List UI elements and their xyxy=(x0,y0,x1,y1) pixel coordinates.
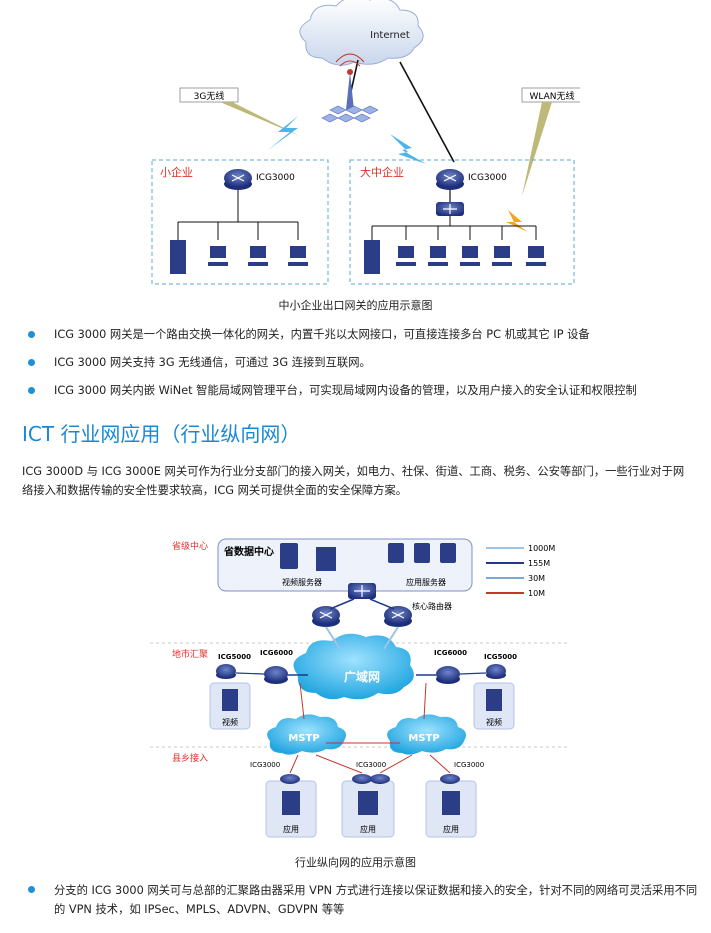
bullet-list-1: ICG 3000 网关是一个路由交换一体化的网关，内置千兆以太网接口，可直接连接… xyxy=(20,326,700,399)
internet-cloud-icon xyxy=(299,0,424,66)
server-icon xyxy=(388,543,404,563)
video-server-icon xyxy=(316,547,336,571)
icg3000-label: ICG3000 xyxy=(250,761,280,769)
data-center-label: 省数据中心 xyxy=(223,545,274,558)
wan-label: 广域网 xyxy=(344,669,380,684)
legend: 1000M 155M 30M 10M xyxy=(486,544,555,598)
list-item: ICG 3000 网关支持 3G 无线通信，可通过 3G 连接到互联网。 xyxy=(20,354,700,371)
legend-item: 155M xyxy=(528,559,550,568)
app-server-icon xyxy=(282,791,300,815)
wifi-bolt-icon xyxy=(506,210,528,232)
legend-item: 30M xyxy=(528,574,545,583)
core-switch-icon xyxy=(348,583,376,599)
mstp-right-label: MSTP xyxy=(408,733,439,744)
mstp-cloud-icon xyxy=(267,714,346,755)
tier-county-label: 县乡接入 xyxy=(172,752,208,764)
mstp-left-label: MSTP xyxy=(288,733,319,744)
icg3000-label: ICG3000 xyxy=(454,761,484,769)
caption-sme-diagram: 中小企业出口网关的应用示意图 xyxy=(278,299,433,312)
pc-icon-group xyxy=(208,246,546,266)
server-icon xyxy=(414,543,430,563)
app-label: 应用 xyxy=(283,824,299,834)
internet-label: Internet xyxy=(370,30,410,41)
app-server-icon xyxy=(442,791,460,815)
icg5000-left-label: ICG5000 xyxy=(218,653,251,661)
router-icon xyxy=(216,664,236,679)
router-icon xyxy=(264,666,288,684)
server-icon xyxy=(280,543,298,569)
icg3000-left-label: ICG3000 xyxy=(256,173,295,183)
list-item: ICG 3000 网关是一个路由交换一体化的网关，内置千兆以太网接口，可直接连接… xyxy=(20,326,700,343)
bullet-icon xyxy=(28,359,35,366)
list-item: ICG 3000 网关内嵌 WiNet 智能局域网管理平台，可实现局域网内设备的… xyxy=(20,382,700,399)
bullet-list-2: 分支的 ICG 3000 网关可与总部的汇聚路由器采用 VPN 方式进行连接以保… xyxy=(20,881,700,919)
router-icon xyxy=(486,664,506,679)
mstp-cloud-icon xyxy=(387,714,466,755)
switch-icon xyxy=(436,202,464,216)
label-small-business: 小企业 xyxy=(160,165,193,179)
label-wlan: WLAN无线 xyxy=(529,90,574,102)
video-label-left: 视频 xyxy=(222,717,238,727)
bullet-icon xyxy=(28,387,35,394)
icg5000-right-label: ICG5000 xyxy=(484,653,517,661)
icg6000-left-label: ICG6000 xyxy=(260,649,293,657)
router-icon xyxy=(436,169,464,190)
label-large-business: 大中企业 xyxy=(360,165,404,179)
caption-industry-diagram: 行业纵向网的应用示意图 xyxy=(295,856,416,869)
app-label: 应用 xyxy=(443,824,459,834)
section-heading: ICT 行业网应用（行业纵向网） xyxy=(22,422,301,446)
server-icon xyxy=(364,240,380,274)
camera-icon xyxy=(222,689,238,711)
legend-item: 1000M xyxy=(528,544,555,553)
cell-tower-icon xyxy=(321,53,379,123)
label-3g: 3G无线 xyxy=(194,90,225,102)
section-paragraph: ICG 3000D 与 ICG 3000E 网关可作为行业分支部门的接入网关，如… xyxy=(22,465,685,497)
sme-gateway-diagram: Internet 3G无线 WLAN无线 小企业 大中企业 ICG3000 xyxy=(151,0,580,285)
wireless-bolt-icon xyxy=(390,134,426,164)
bullet-icon xyxy=(28,331,35,338)
router-icon xyxy=(312,606,340,627)
tier-province-label: 省级中心 xyxy=(172,540,208,552)
camera-icon xyxy=(486,689,502,711)
legend-item: 10M xyxy=(528,589,545,598)
icg3000-label: ICG3000 xyxy=(356,761,386,769)
server-icon xyxy=(440,543,456,563)
router-icon xyxy=(384,606,412,627)
icg6000-right-label: ICG6000 xyxy=(434,649,467,657)
app-server-label: 应用服务器 xyxy=(406,577,446,587)
bullet-icon xyxy=(28,886,35,893)
video-label-right: 视频 xyxy=(486,717,502,727)
wan-cloud-icon xyxy=(293,633,414,700)
icg3000-right-label: ICG3000 xyxy=(468,173,507,183)
router-icon xyxy=(436,666,460,684)
app-label: 应用 xyxy=(360,824,376,834)
list-item: 分支的 ICG 3000 网关可与总部的汇聚路由器采用 VPN 方式进行连接以保… xyxy=(20,881,700,919)
app-server-icon xyxy=(358,791,378,815)
tier-city-label: 地市汇聚 xyxy=(172,648,208,660)
server-icon xyxy=(170,240,186,274)
router-icon xyxy=(224,169,252,190)
router-icon xyxy=(280,774,460,784)
video-server-label: 视频服务器 xyxy=(282,577,322,587)
core-router-label: 核心路由器 xyxy=(412,601,452,611)
industry-network-diagram: 省级中心 地市汇聚 县乡接入 省数据中心 视频服务器 应用服务器 1000M 1… xyxy=(150,538,570,838)
